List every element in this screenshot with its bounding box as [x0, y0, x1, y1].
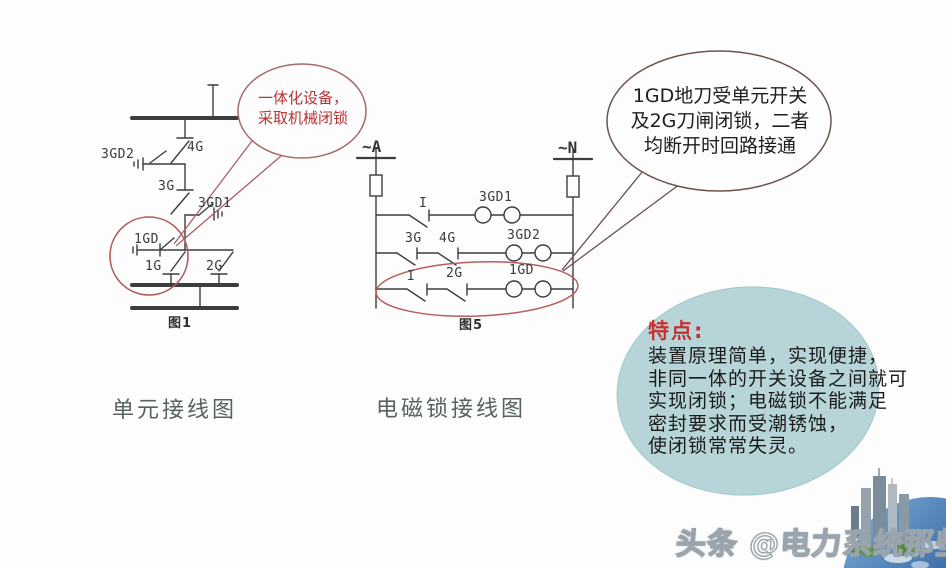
- fig1-label-4g: 4G: [187, 140, 204, 155]
- fig5-rung1-switch-label: I: [419, 196, 428, 211]
- fig5-rung3-switch2-label: 2G: [446, 266, 463, 281]
- features-line-4: 密封要求而受潮锈蚀，: [648, 412, 849, 435]
- mechanical-callout-line1: 一体化设备，: [257, 89, 348, 107]
- unit-wiring-diagram: [130, 84, 239, 310]
- fig5-phase-n-label: ~N: [558, 138, 578, 157]
- fig5-rung2-switch1-label: 3G: [405, 231, 422, 246]
- features-line-2: 非同一体的开关设备之间就可: [648, 367, 909, 390]
- fig1-label-2g: 2G: [206, 259, 223, 274]
- fig5-title: 电磁锁接线图: [376, 397, 527, 422]
- features-line-3: 实现闭锁；电磁锁不能满足: [648, 390, 889, 412]
- city-globe-graphic: [843, 468, 946, 568]
- mechanical-interlock-circle-annotation: [109, 216, 189, 296]
- fig5-rung1-coil-label: 3GD1: [479, 190, 513, 205]
- features-line-5: 使闭锁常常失灵。: [648, 435, 809, 457]
- fig5-rung2-coil-label: 3GD2: [507, 228, 541, 243]
- mechanical-callout-text: 一体化设备， 采取机械闭锁: [238, 88, 368, 128]
- fig1-label-3gd2: 3GD2: [101, 147, 135, 162]
- 1gd-callout-text: 1GD地刀受单元开关 及2G刀闸闭锁，二者 均断开时回路接通: [621, 84, 819, 159]
- features-bubble-ellipse: [616, 286, 880, 496]
- fig5-rung3-switch1-label: I: [407, 269, 416, 284]
- fig5-phase-a-label: ~A: [362, 137, 382, 156]
- interlock-rung-ellipse-annotation: [375, 261, 579, 317]
- mechanical-callout-bubble: [173, 63, 367, 247]
- fig5-rung3-coil-label: 1GD: [509, 263, 534, 278]
- fig1-label-1g: 1G: [145, 259, 162, 274]
- 1gd-callout-bubble: [561, 50, 832, 272]
- features-heading: 特点:: [648, 319, 705, 343]
- electromagnetic-lock-diagram: [355, 148, 594, 309]
- fig1-label-1gd: 1GD: [134, 232, 159, 247]
- fig1-caption: 图1: [168, 316, 193, 331]
- 1gd-callout-line1: 1GD地刀受单元开关: [632, 85, 808, 107]
- features-text-block: 特点: 装置原理简单，实现便捷， 非同一体的开关设备之间就可 实现闭锁；电磁锁不…: [648, 318, 908, 458]
- 1gd-callout-line3: 均断开时回路接通: [643, 135, 796, 157]
- 1gd-callout-line2: 及2G刀闸闭锁，二者: [630, 110, 810, 132]
- fig5-rung2-switch2-label: 4G: [439, 231, 456, 246]
- fig1-label-3gd1: 3GD1: [198, 196, 232, 211]
- fig1-title: 单元接线图: [112, 398, 238, 423]
- features-line-1: 装置原理简单，实现便捷，: [648, 345, 889, 367]
- fig5-caption: 图5: [459, 318, 484, 333]
- mechanical-callout-line2: 采取机械闭锁: [257, 109, 348, 127]
- fig1-label-3g: 3G: [158, 179, 175, 194]
- watermark-text: 头条 @电力系统那些事: [674, 526, 946, 562]
